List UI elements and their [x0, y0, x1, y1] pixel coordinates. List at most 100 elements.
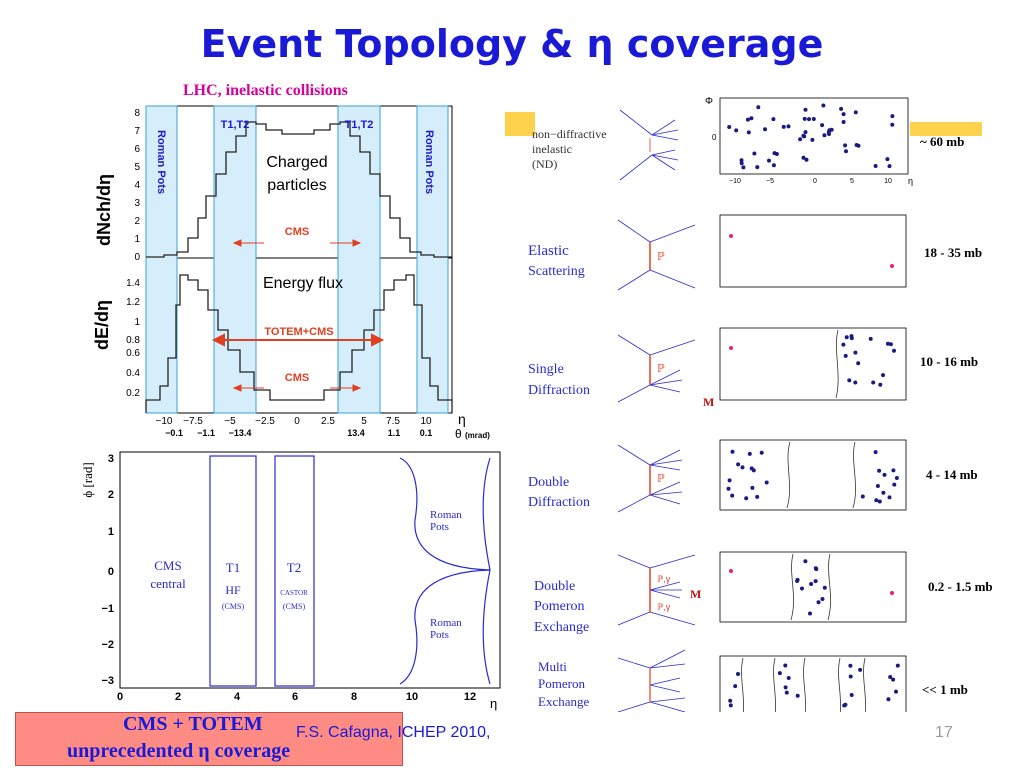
particle-dot: [822, 585, 827, 590]
t1t2-band-right: [337, 105, 381, 414]
svg-text:1.1: 1.1: [388, 428, 401, 438]
svg-text:−5: −5: [766, 178, 774, 185]
particle-dot: [783, 685, 788, 690]
particle-dot: [801, 133, 806, 138]
particle-dot: [749, 116, 754, 121]
svg-text:3: 3: [134, 198, 140, 209]
particle-dot: [803, 107, 808, 112]
mpe-name-2: Pomeron: [538, 676, 585, 691]
roman-pots-shape: [399, 457, 491, 685]
particle-dot: [877, 499, 882, 504]
dpe-pomeron-gamma-1: ℙ,γ: [657, 574, 671, 584]
conclusion-box: [15, 712, 403, 766]
svg-text:−3: −3: [101, 675, 114, 687]
eta-axis-label: η: [458, 411, 466, 427]
particle-dot: [885, 341, 890, 346]
particle-dot: [798, 137, 803, 142]
particle-dot: [890, 114, 895, 119]
cms-arrow-lower: [232, 384, 362, 392]
particle-dot: [802, 116, 807, 121]
particle-dot: [803, 559, 808, 564]
svg-text:−10: −10: [156, 416, 173, 427]
particle-dot: [892, 348, 896, 353]
particle-dot: [755, 165, 760, 170]
mpe-lego-frame: [719, 655, 907, 712]
svg-text:−2.5: −2.5: [255, 416, 275, 427]
particle-dot: [810, 137, 815, 142]
particle-dot: [804, 157, 809, 162]
t1t2-label-right: T1,T2: [345, 119, 374, 131]
el-name-1: Elastic: [528, 243, 569, 259]
charged-histogram: [146, 121, 452, 258]
particle-dot: [734, 128, 739, 133]
svg-text:13.4: 13.4: [347, 428, 365, 438]
particle-dot: [853, 350, 858, 355]
phi-yticks: 3 2 1 0 −1 −2 −3: [101, 453, 114, 687]
eta-bottom-label: η: [490, 696, 497, 711]
particle-dot: [882, 472, 887, 477]
svg-text:5: 5: [361, 416, 367, 427]
dd-pomeron: ℙ: [657, 473, 665, 485]
dpe-xsec: 0.2 - 1.5 mb: [928, 579, 993, 594]
nd-eta-label: η: [908, 176, 913, 186]
particle-dot: [759, 450, 764, 455]
particle-dot: [849, 334, 854, 339]
svg-text:12: 12: [464, 691, 476, 703]
particle-dot: [809, 582, 814, 586]
particle-dot: [895, 663, 900, 668]
nd-name-1: non−diffractive: [532, 127, 607, 141]
particle-dot: [783, 663, 788, 668]
dd-particle-dots: [726, 449, 899, 504]
svg-text:−13.4: −13.4: [229, 428, 252, 438]
particle-dot: [816, 600, 821, 605]
svg-text:0.2: 0.2: [126, 388, 140, 399]
el-lego-frame: [719, 214, 907, 288]
particle-dot: [877, 468, 882, 473]
el-proton-left: [729, 234, 733, 238]
de-ylabel: dE/dη: [92, 300, 112, 350]
svg-text:1.2: 1.2: [126, 297, 140, 308]
svg-text:3: 3: [108, 453, 114, 465]
theta-axis-label: θ: [455, 427, 462, 441]
nd-zero: 0: [712, 133, 717, 142]
nd-name-2: inelastic: [532, 142, 572, 156]
lower-plot-frame: [145, 257, 453, 414]
particle-dot: [843, 702, 848, 707]
particle-dot: [888, 675, 893, 679]
particle-dot: [868, 336, 873, 341]
el-feynman-diagram: [617, 219, 696, 291]
energy-flux-label: Energy flux: [263, 275, 343, 292]
dd-feynman-diagram: [617, 444, 683, 513]
dd-xsec: 4 - 14 mb: [926, 467, 978, 482]
yellow-mark-right: [910, 122, 982, 136]
yellow-mark-left: [505, 112, 535, 136]
mpe-xsec: << 1 mb: [922, 682, 968, 697]
subtitle: LHC, inelastic collisions: [183, 82, 348, 99]
particle-dot: [771, 117, 776, 122]
phi-ylabel: ϕ [rad]: [80, 462, 95, 497]
dpe-gap-line-right: [827, 553, 831, 621]
svg-text:2: 2: [175, 691, 181, 703]
el-proton-right: [890, 264, 894, 268]
particle-dot: [875, 484, 880, 488]
theta-xticks: −0.1 −1.1 −13.4 13.4 1.1 0.1: [165, 428, 432, 438]
particle-dot: [811, 117, 816, 121]
particle-dot: [848, 663, 853, 668]
dpe-name-2: Pomeron: [534, 599, 585, 614]
svg-text:2.5: 2.5: [321, 416, 335, 427]
svg-text:0.6: 0.6: [126, 348, 140, 359]
sd-lego-frame: [719, 327, 907, 401]
particle-dot: [843, 353, 848, 358]
cms-label-lower: CMS: [285, 372, 309, 384]
svg-text:0: 0: [108, 566, 114, 578]
energy-flux-histogram: [145, 274, 453, 413]
sd-proton: [729, 346, 733, 350]
particle-dot: [726, 486, 731, 491]
particle-dot: [841, 112, 846, 117]
svg-text:5: 5: [850, 178, 854, 185]
particle-dot: [795, 693, 800, 698]
particle-dot: [858, 667, 863, 672]
dpe-gap-line-left: [790, 553, 794, 621]
mpe-gap-line-5: [863, 657, 866, 712]
